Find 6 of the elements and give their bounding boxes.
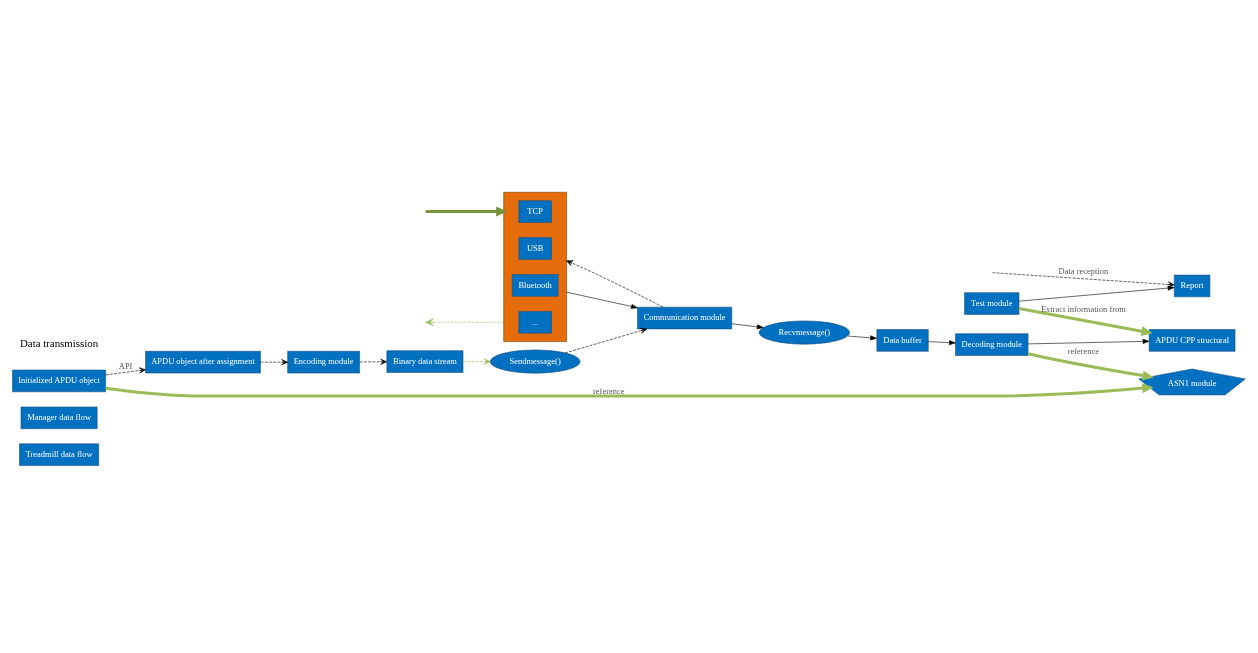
edge-label: API (118, 360, 133, 371)
edge-label: Data reception (1058, 266, 1109, 277)
label: Data transmission (19, 336, 99, 349)
edge-label: reference (593, 385, 625, 396)
edge-label: reference (1067, 346, 1100, 357)
edge-label: Extract information from (1040, 303, 1126, 314)
